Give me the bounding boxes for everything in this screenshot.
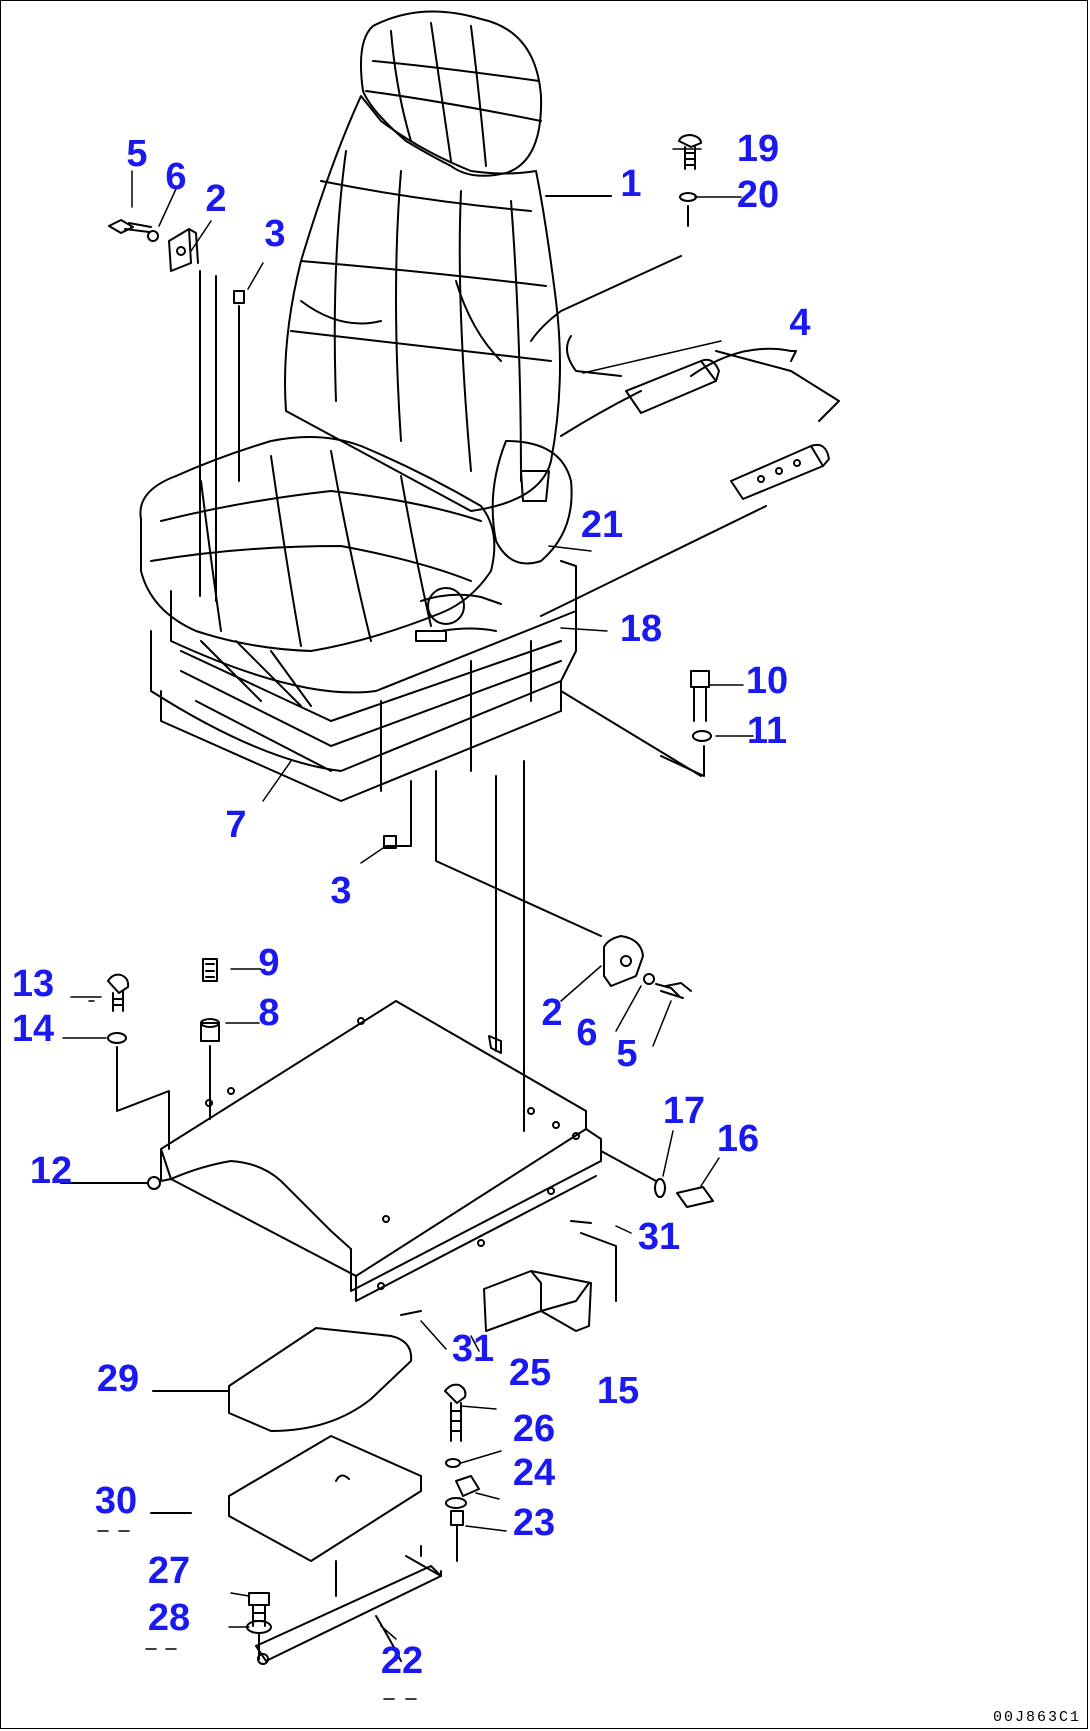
callout-29: 29 bbox=[96, 1358, 140, 1400]
callout-2: 2 bbox=[541, 992, 563, 1034]
callout-20: 20 bbox=[736, 174, 780, 216]
callout-8: 8 bbox=[258, 992, 280, 1034]
callout-5: 5 bbox=[616, 1033, 638, 1075]
callout-4: 4 bbox=[789, 302, 811, 344]
callout-23: 23 bbox=[512, 1502, 556, 1544]
callout-31: 31 bbox=[637, 1216, 681, 1258]
callout-9: 9 bbox=[258, 942, 280, 984]
callout-1: 1 bbox=[620, 163, 642, 205]
callout-14: 14 bbox=[11, 1008, 55, 1050]
callout-30: 30 bbox=[94, 1480, 138, 1522]
callout-11: 11 bbox=[746, 710, 788, 752]
callout-6: 6 bbox=[576, 1012, 598, 1054]
callout-2: 2 bbox=[205, 178, 227, 220]
callout-15: 15 bbox=[596, 1370, 640, 1412]
base-plate bbox=[60, 958, 714, 1332]
callout-21: 21 bbox=[580, 504, 624, 546]
callout-10: 10 bbox=[745, 660, 789, 702]
callout-26: 26 bbox=[512, 1408, 556, 1450]
mid-connectors bbox=[383, 760, 692, 1132]
callout-3: 3 bbox=[330, 870, 352, 912]
callout-28: 28 bbox=[147, 1597, 191, 1639]
top-hardware bbox=[108, 134, 712, 777]
callout-17: 17 bbox=[662, 1090, 706, 1132]
callout-7: 7 bbox=[225, 804, 247, 846]
callout-27: 27 bbox=[147, 1550, 191, 1592]
callout-dashes bbox=[88, 1000, 417, 1700]
callout-3: 3 bbox=[264, 213, 286, 255]
callout-leaders bbox=[62, 148, 754, 1640]
seat-assembly bbox=[139, 10, 612, 802]
callout-31: 31 bbox=[451, 1328, 495, 1370]
callout-19: 19 bbox=[736, 128, 780, 170]
figure-code: 00J863C1 bbox=[992, 1709, 1081, 1726]
callout-24: 24 bbox=[512, 1452, 556, 1494]
callout-6: 6 bbox=[165, 156, 187, 198]
armrest-parts bbox=[530, 255, 840, 617]
floor-mats bbox=[150, 1327, 480, 1665]
callout-22: 22 bbox=[380, 1640, 424, 1682]
callout-18: 18 bbox=[619, 608, 663, 650]
callout-16: 16 bbox=[716, 1118, 760, 1160]
callout-12: 12 bbox=[29, 1150, 73, 1192]
callout-5: 5 bbox=[126, 133, 148, 175]
callout-13: 13 bbox=[11, 963, 55, 1005]
callout-25: 25 bbox=[508, 1352, 552, 1394]
